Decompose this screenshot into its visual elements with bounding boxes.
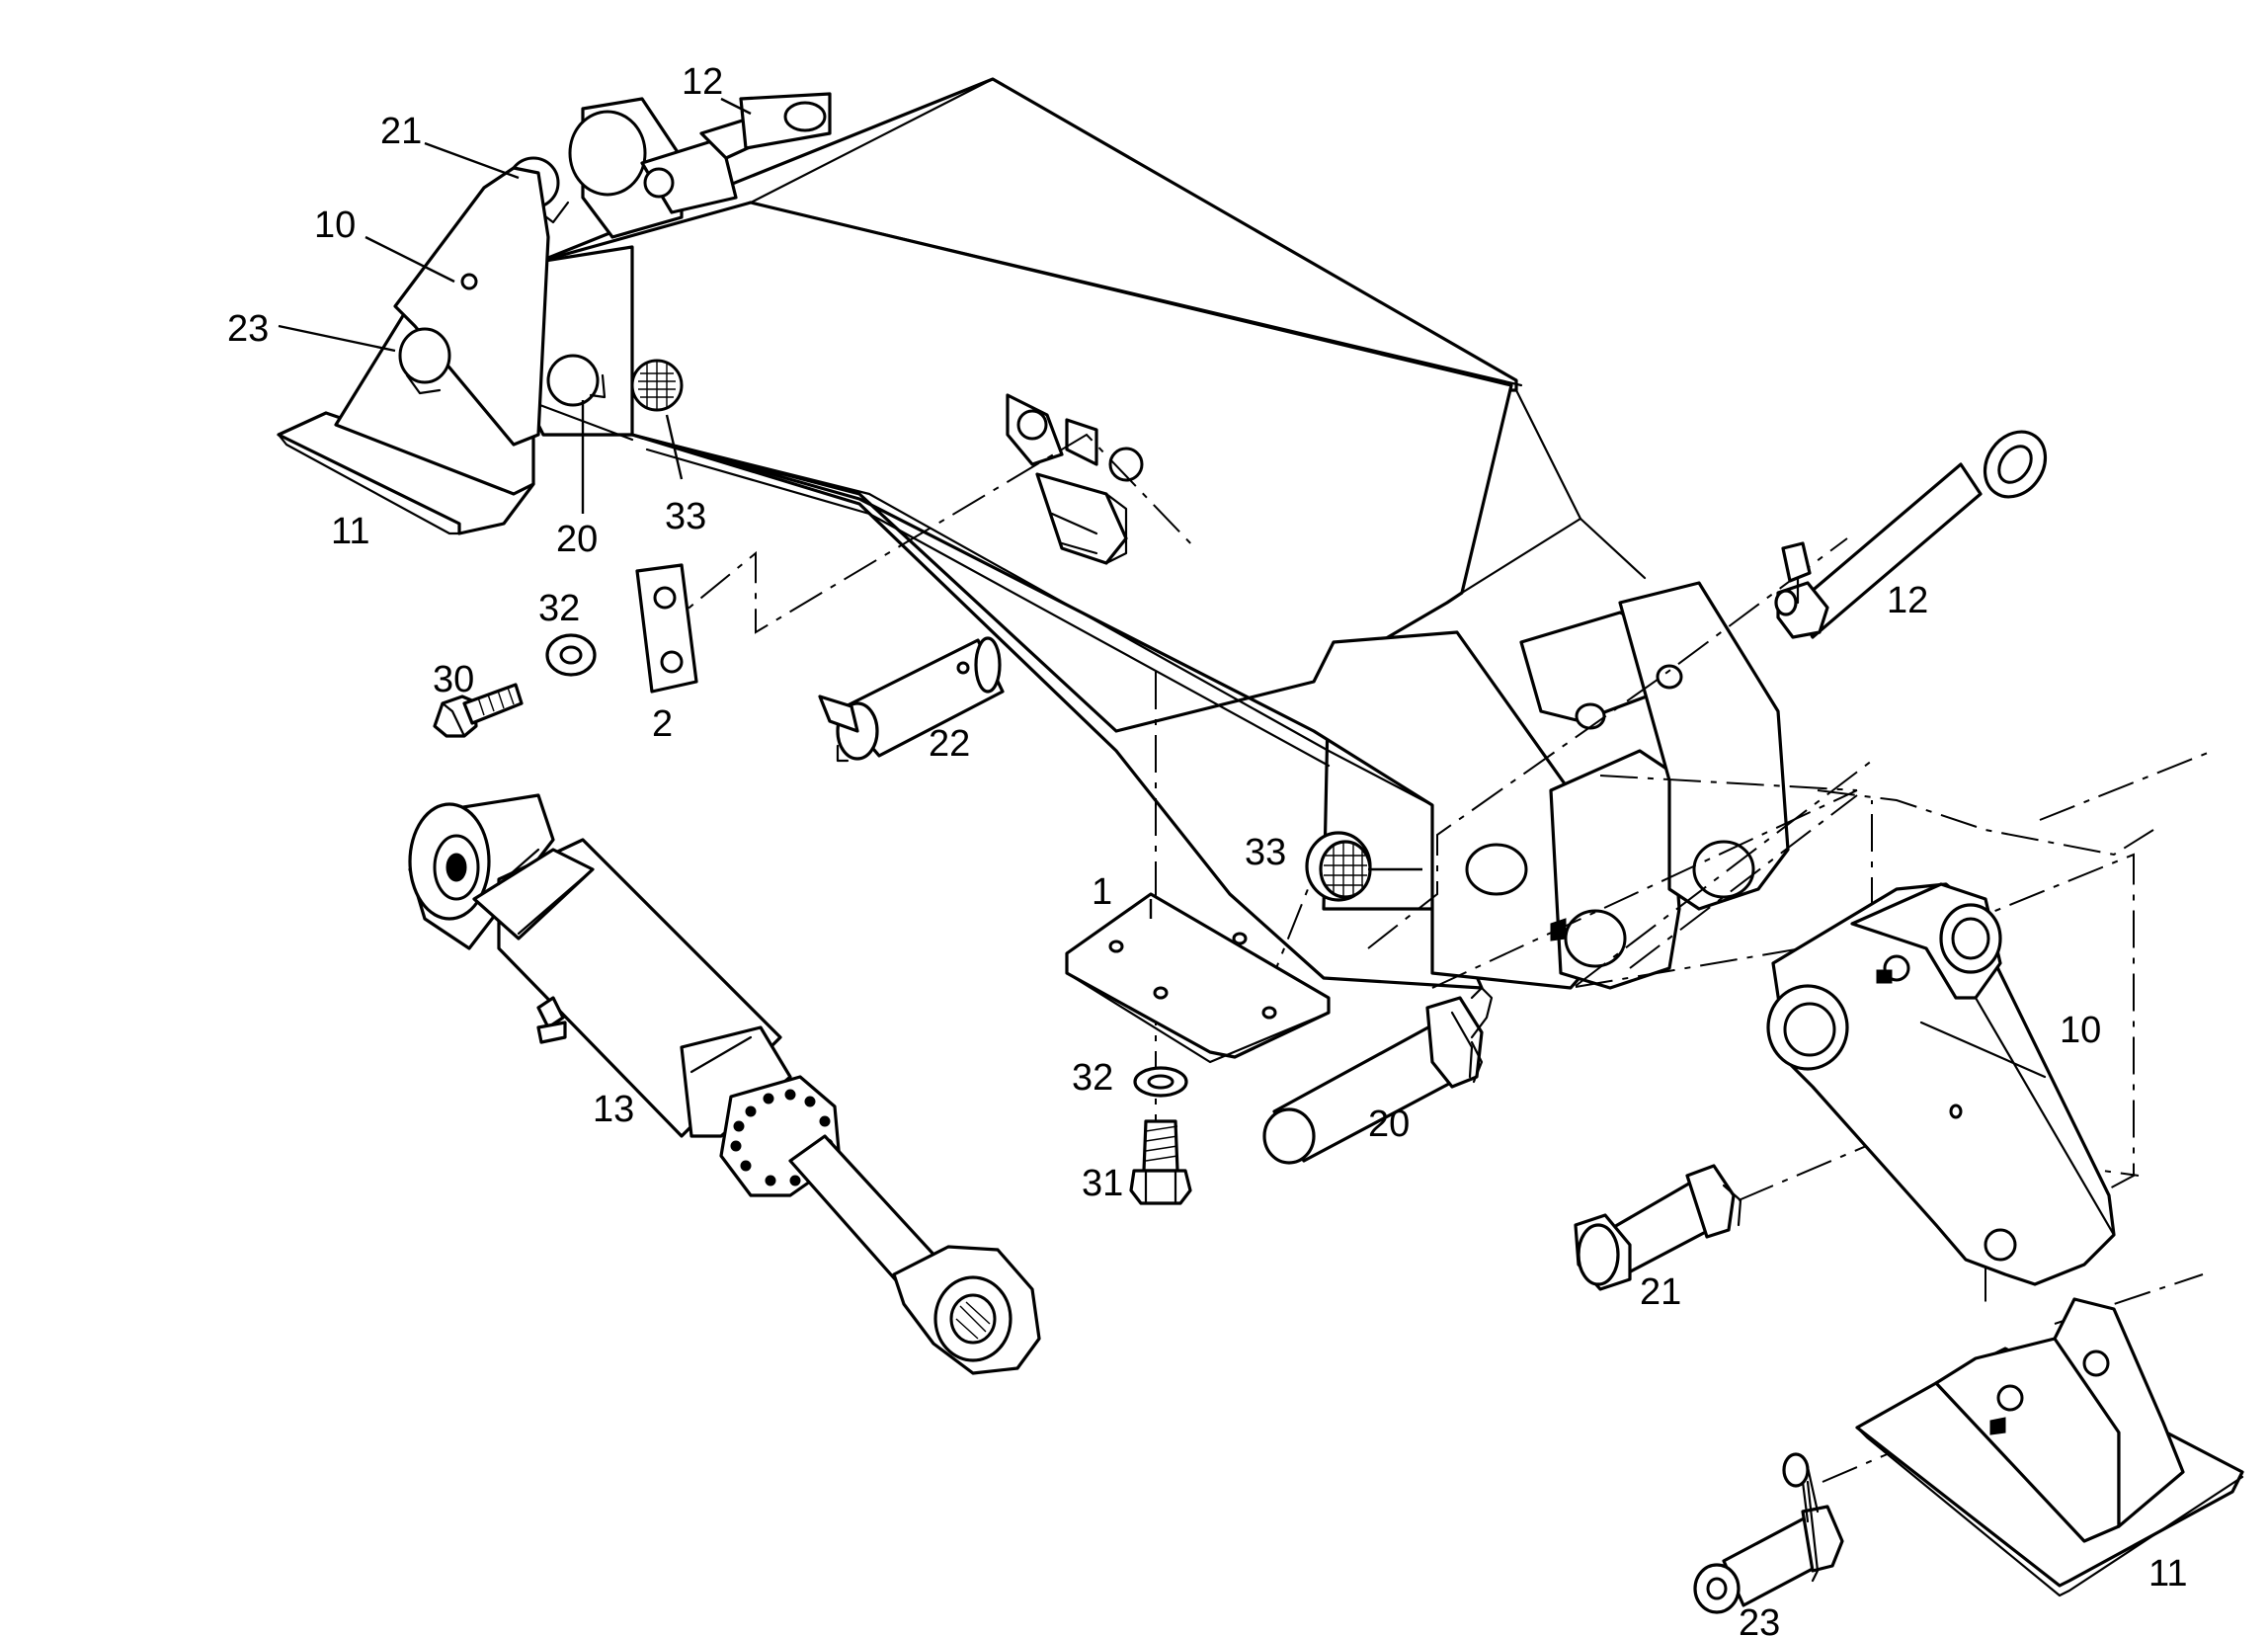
hydraulic-cylinder-13: [408, 793, 1041, 1375]
callout-1: 1: [1092, 871, 1112, 913]
callout-13: 13: [593, 1089, 634, 1130]
callout-30: 30: [433, 659, 474, 700]
callout-23-bottom: 23: [1739, 1602, 1780, 1636]
callout-33-top: 33: [665, 496, 706, 537]
callout-12-top: 12: [682, 61, 723, 103]
boom-arm: [507, 77, 1790, 990]
callout-20-top: 20: [556, 519, 598, 560]
callout-20-mid: 20: [1368, 1104, 1410, 1145]
callout-12-right: 12: [1887, 580, 1928, 621]
callout-11-right: 11: [2148, 1553, 2187, 1595]
callout-10-right: 10: [2060, 1010, 2101, 1051]
callout-33-mid: 33: [1245, 832, 1286, 873]
plate-2: [635, 563, 698, 694]
bracket-top: [393, 166, 550, 447]
washer-32-left: [545, 633, 597, 677]
bolt-31: [1129, 1119, 1192, 1205]
bolt-30: [433, 683, 524, 738]
gland-bolts: [730, 1089, 834, 1186]
cap-33-mid: [1305, 831, 1372, 902]
callout-labels: 12 21 10 23 11 20 33 32 30 2 22 12 33 1 …: [227, 61, 2187, 1636]
callout-31: 31: [1082, 1163, 1123, 1204]
leader-lines: [278, 97, 1422, 919]
callout-23-top: 23: [227, 308, 269, 350]
callout-11-top: 11: [331, 511, 369, 552]
pin-22: [818, 636, 1005, 763]
pin-20-mid: [1262, 986, 1494, 1165]
callout-2: 2: [652, 703, 673, 745]
plate-1: [1065, 892, 1331, 1064]
base-plate-right: [1855, 1297, 2244, 1597]
washer-32-mid: [1133, 1066, 1188, 1098]
pin-23-bottom: [1693, 1452, 1844, 1614]
pin-12-right: [1774, 430, 2048, 639]
callout-21-right: 21: [1640, 1271, 1681, 1313]
grease-grid-top: [638, 362, 676, 409]
callout-32-mid: 32: [1072, 1057, 1113, 1099]
callout-32-left: 32: [538, 588, 580, 629]
bracket-right: [1766, 882, 2116, 1286]
callout-21-top: 21: [380, 111, 422, 152]
callout-10-top: 10: [314, 204, 356, 246]
callout-22: 22: [929, 723, 970, 765]
pin-21-right: [1574, 1164, 1742, 1291]
